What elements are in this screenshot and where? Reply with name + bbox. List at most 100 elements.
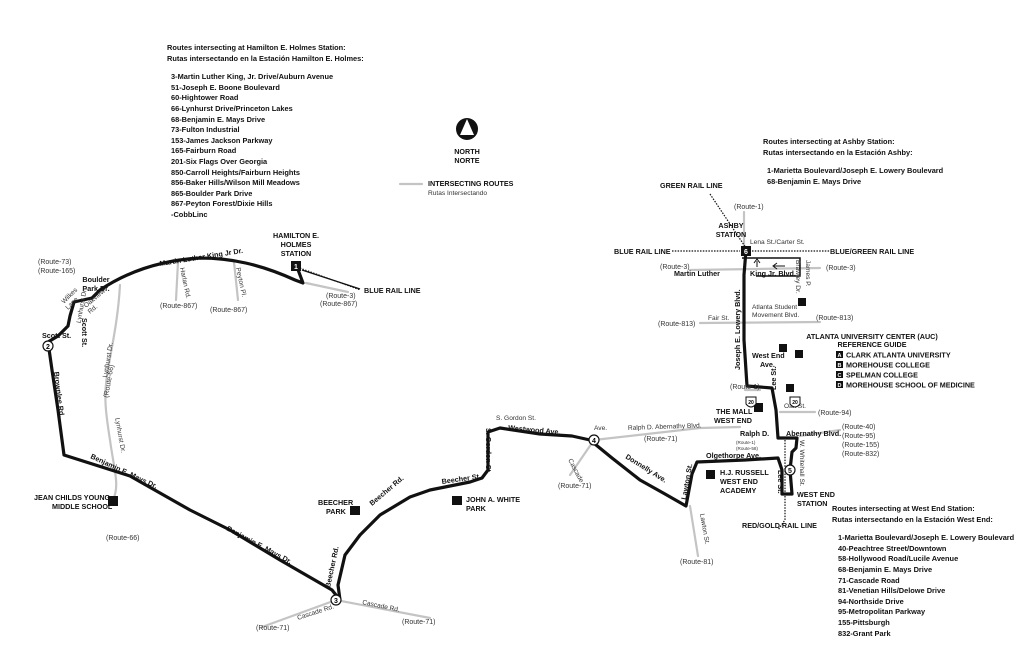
rail-redgold (777, 440, 786, 531)
route-list-item: 1-Marietta Boulevard/Joseph E. Lowery Bo… (838, 533, 1015, 543)
route-list-item: 153-James Jackson Parkway (171, 135, 273, 145)
label-route-832: (Route-832) (842, 451, 879, 458)
rail-label-blue-ashby: BLUE RAIL LINE (614, 247, 671, 256)
ashby-route-items: 1-Marietta Boulevard/Joseph E. Lowery Bo… (763, 166, 943, 187)
landmarks: JEAN CHILDS YOUNG MIDDLE SCHOOL BEECHER … (34, 351, 785, 516)
label-route-1-small: (Route-1) (736, 440, 756, 445)
i20-shield-1: 20 (748, 400, 754, 406)
route-list-item: 1-Marietta Boulevard/Joseph E. Lowery Bo… (767, 166, 944, 176)
direction-arrows (753, 258, 785, 270)
timepoint-6: 6 (744, 249, 748, 256)
route-list-item: 81-Venetian Hills/Delowe Drive (838, 586, 946, 596)
compass-north: NORTH (454, 147, 480, 156)
label-route-165: (Route-165) (38, 268, 75, 275)
landmark-jean-childs-2: MIDDLE SCHOOL (52, 502, 113, 511)
ashby-station-label-1: ASHBY (718, 221, 743, 230)
auc-marker-d (786, 384, 794, 392)
route-list-item: -CobbLinc (171, 209, 208, 219)
street-lee-2: Lee St. (776, 470, 785, 494)
auc-marker-a (798, 298, 806, 306)
compass-norte: NORTE (454, 156, 479, 165)
ashby-loop (742, 257, 801, 277)
route-list-item: 68-Benjamin E. Mays Drive (171, 114, 266, 124)
street-cascade-3: Cascade (566, 458, 585, 485)
route-list-item: 867-Peyton Forest/Dixie Hills (171, 199, 273, 209)
route-list-item: 3-Martin Luther King, Jr. Drive/Auburn A… (171, 72, 334, 82)
route-list-item: 58-Hollywood Road/Lucile Avenue (838, 554, 959, 564)
label-route-71-ralph: (Route-71) (644, 436, 677, 443)
label-route-3-east: (Route-3) (826, 265, 856, 272)
hamilton-route3 (304, 281, 350, 294)
label-route-71-cascade: (Route-71) (256, 625, 289, 632)
route-list-item: 73-Fulton Industrial (171, 125, 240, 135)
street-labels-west: Martin Luther King Jr Dr. Harlan Rd. Pey… (42, 246, 710, 622)
label-route-94: (Route-94) (818, 410, 851, 417)
i20-shield-icon (745, 396, 757, 408)
auc-map-markers (779, 298, 806, 392)
label-route-58-small: (Route-58) (736, 446, 758, 451)
street-bemays-2: Benjamin E. Mays Dr. (225, 524, 293, 566)
ashby-list-title-es: Rutas intersectando en la Estación Ashby… (763, 147, 913, 157)
route-list-item: 865-Boulder Park Drive (171, 188, 253, 198)
main-route-path (46, 248, 799, 602)
timepoint-3-marker (330, 594, 342, 606)
hamilton-station-label-1: HAMILTON E. (273, 231, 319, 240)
auc-item-name: MOREHOUSE SCHOOL OF MEDICINE (846, 381, 975, 390)
arrow-left-icon (772, 262, 785, 270)
westend-station-label-1: WEST END (797, 490, 835, 499)
westend-list-title-es: Rutas intersectando en la Estación West … (832, 514, 993, 524)
route3-mlk (688, 266, 822, 272)
i20-shield-2-icon (789, 396, 801, 408)
street-lowery: Joseph E. Lowery Blvd. (733, 289, 742, 370)
label-route-95: (Route-95) (842, 433, 875, 440)
main-route (46, 248, 799, 602)
label-route-867-a: (Route-867) (160, 303, 197, 310)
street-ave: Ave. (594, 425, 607, 432)
westend-route-items: 1-Marietta Boulevard/Joseph E. Lowery Bo… (832, 533, 1014, 639)
street-brawley: Brawley Dr. (794, 260, 801, 294)
street-scott-v: Scott St. (80, 318, 89, 347)
landmark-hj-russell-2: WEST END (720, 477, 758, 486)
route-list-item: 68-Benjamin E. Mays Drive (767, 176, 862, 186)
auc-item-badge (836, 381, 843, 388)
street-bemays-1: Benjamin E. Mays Dr. (89, 452, 159, 491)
street-fair: Fair St. (708, 315, 729, 322)
route-list-item: 94-Northside Drive (838, 596, 904, 606)
legend-en: INTERSECTING ROUTES (428, 179, 514, 188)
street-ralph-abernathy: Ralph D. Abernathy Blvd. (628, 422, 702, 432)
landmark-mall-2: WEST END (714, 416, 752, 425)
intersecting-routes (104, 182, 842, 629)
ashby-routes-list: Routes intersecting at Ashby Station: Ru… (763, 137, 943, 187)
street-olgethorpe: Olgethorpe Ave. (706, 451, 761, 460)
auc-item-name: CLARK ATLANTA UNIVERSITY (846, 351, 951, 360)
arrow-up-icon (753, 258, 761, 267)
landmark-hj-russell-3: ACADEMY (720, 486, 757, 495)
timepoints: 2 3 4 (42, 340, 600, 606)
label-route-71-west: (Route-71) (558, 483, 591, 490)
route813-fair (698, 320, 822, 325)
timepoint-4-marker (588, 434, 600, 446)
landmark-jean-childs-1: JEAN CHILDS YOUNG (34, 493, 111, 502)
route-list-item: 856-Baker Hills/Wilson Mill Meadows (171, 178, 300, 188)
rail-label-blue-hamilton: BLUE RAIL LINE (364, 286, 421, 295)
auc-marker-c (795, 350, 803, 358)
street-cascade-2: Cascade Rd. (362, 599, 401, 614)
route-list-item: 66-Lynhurst Drive/Princeton Lakes (171, 103, 293, 113)
label-route-867-hamilton: (Route-867) (320, 301, 357, 308)
label-route-73: (Route-73) (38, 259, 71, 266)
street-lynhurst-3: Lynhurst Dr. (113, 417, 126, 453)
ashby-station-label-2: STATION (716, 230, 746, 239)
timepoint-3: 3 (334, 598, 338, 605)
westend-routes-list: Routes intersecting at West End Station:… (832, 504, 1014, 639)
street-s-gordon-top: S. Gordon St. (496, 415, 536, 422)
north-compass: NORTH NORTE (454, 118, 480, 165)
timepoint-1: 1 (294, 264, 298, 271)
street-abernathy-blvd: Abernathy Blvd. (786, 429, 841, 438)
label-route-813-west: (Route-813) (658, 321, 695, 328)
harlan-route (174, 260, 180, 302)
timepoint-5-marker (784, 464, 796, 476)
label-route-66-b: (Route-66) (106, 535, 139, 542)
lawton-route (688, 504, 700, 558)
route-list-item: 201-Six Flags Over Georgia (171, 156, 268, 166)
hamilton-routes-list: Routes intersecting at Hamilton E. Holme… (167, 43, 364, 221)
